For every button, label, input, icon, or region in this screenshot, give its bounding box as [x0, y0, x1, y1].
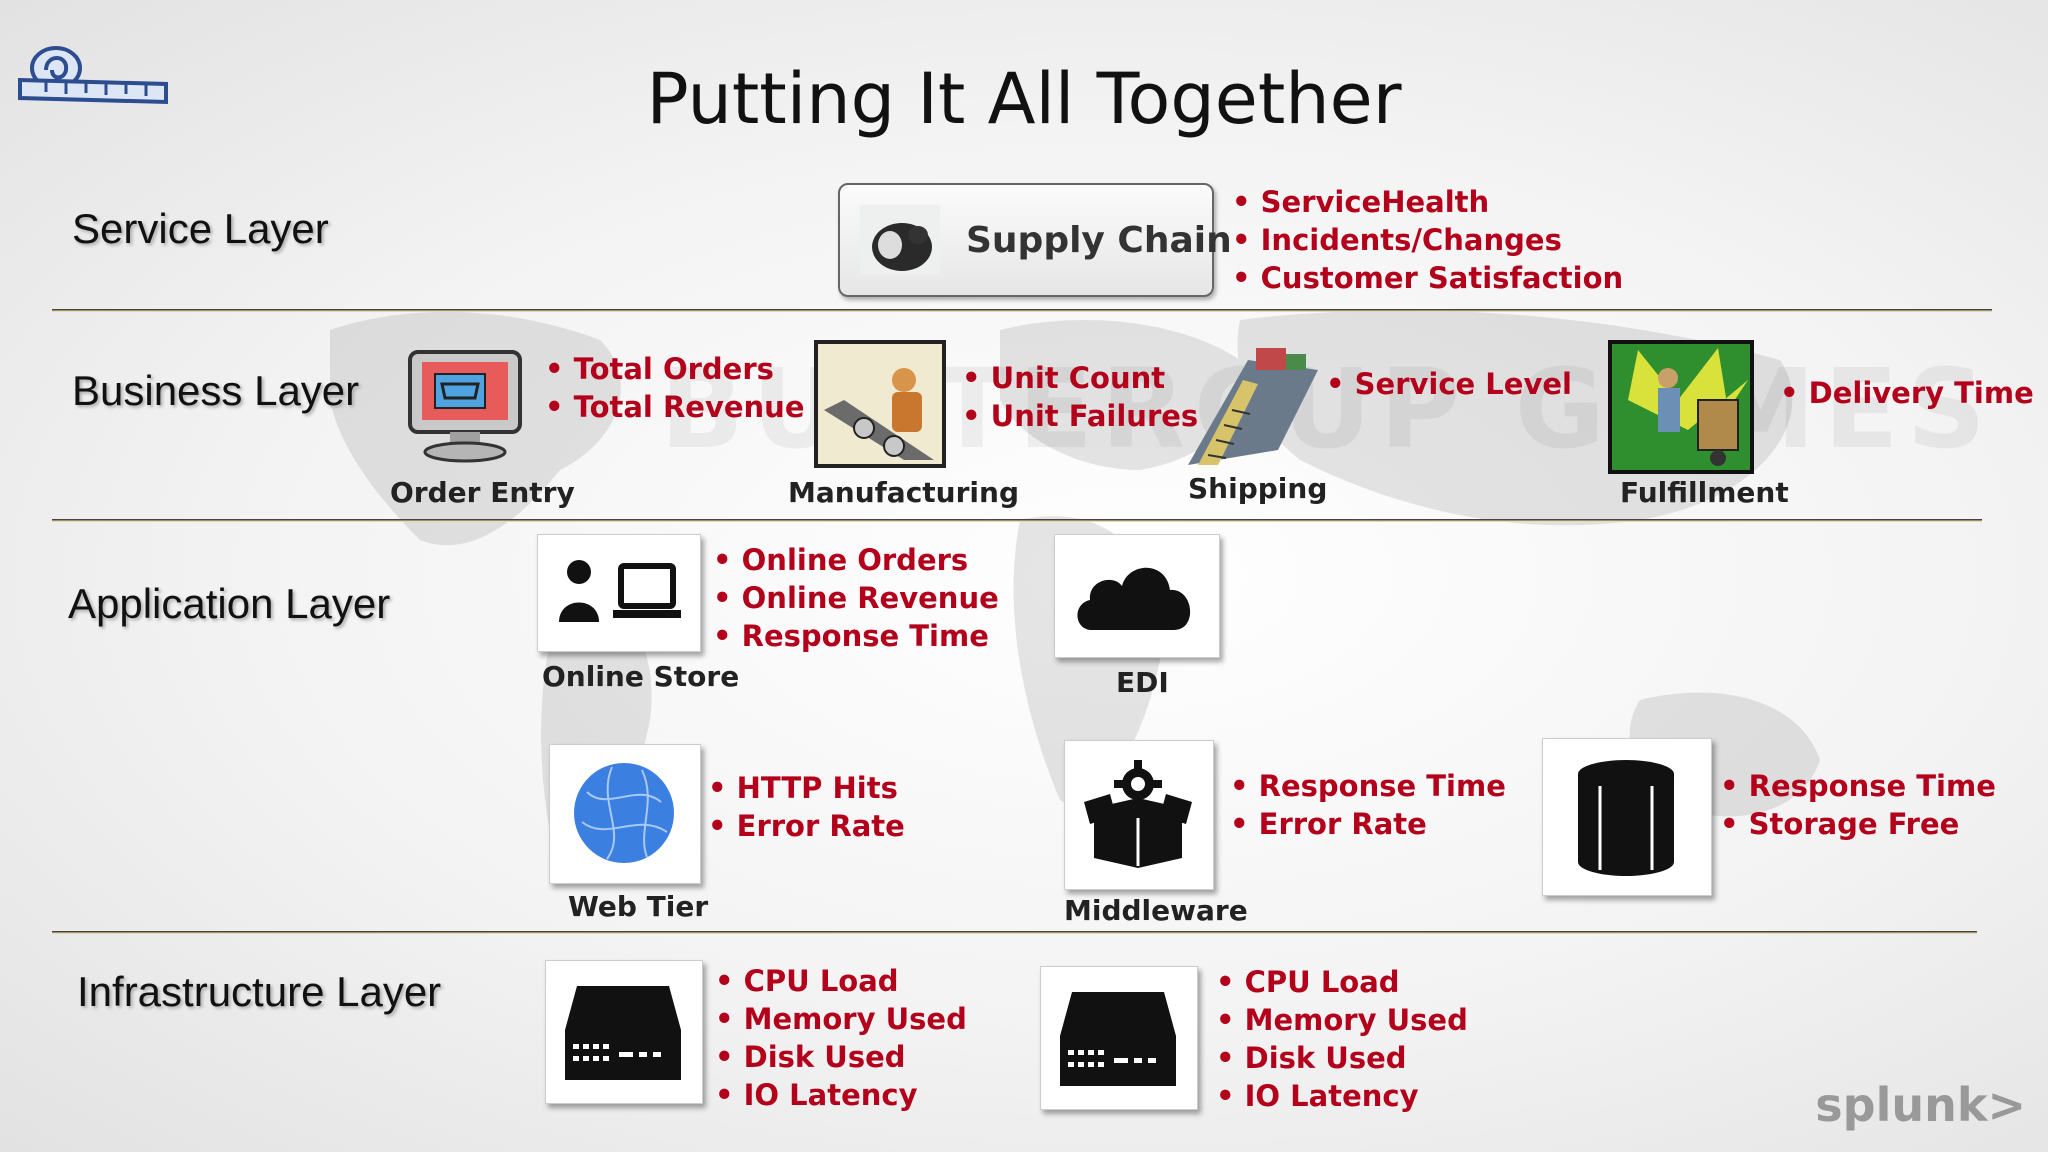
shipping-ship-icon	[1188, 348, 1318, 465]
metric-item: CPU Load	[715, 962, 967, 1000]
server-2-metrics-list: CPU Load Memory Used Disk Used IO Latenc…	[1216, 963, 1468, 1115]
metric-item: Response Time	[1720, 767, 1996, 805]
online-store-caption: Online Store	[542, 660, 740, 693]
online-store-metrics-list: Online Orders Online Revenue Response Ti…	[713, 541, 999, 655]
divider-business-application	[52, 519, 1982, 522]
manufacturing-worker-icon	[814, 340, 946, 468]
server-1-icon	[565, 986, 681, 1080]
metric-item: Unit Failures	[962, 397, 1199, 435]
manufacturing-metrics-list: Unit Count Unit Failures	[962, 359, 1199, 435]
metric-item: Customer Satisfaction	[1232, 259, 1624, 297]
user-laptop-icon	[559, 560, 681, 622]
cow-image-icon	[860, 205, 940, 275]
middleware-metrics-list: Response Time Error Rate	[1230, 767, 1506, 843]
metric-item: IO Latency	[1216, 1077, 1468, 1115]
order-entry-metrics-list: Total Orders Total Revenue	[545, 350, 805, 426]
supply-chain-label: Supply Chain	[966, 220, 1232, 261]
service-metrics-list: ServiceHealth Incidents/Changes Customer…	[1232, 183, 1624, 297]
manufacturing-caption: Manufacturing	[788, 476, 1019, 509]
globe-icon	[574, 763, 674, 863]
metric-item: Disk Used	[715, 1038, 967, 1076]
web-tier-caption: Web Tier	[568, 890, 709, 923]
divider-service-business	[52, 309, 1992, 312]
middleware-box-gear-icon	[1084, 760, 1192, 868]
metric-item: Storage Free	[1720, 805, 1996, 843]
edi-caption: EDI	[1116, 666, 1169, 699]
metric-item: Online Revenue	[713, 579, 999, 617]
infrastructure-layer-label: Infrastructure Layer	[77, 968, 442, 1015]
metric-item: Delivery Time	[1780, 374, 2034, 412]
metric-item: Incidents/Changes	[1232, 221, 1623, 259]
order-entry-computer-icon	[408, 350, 522, 463]
metric-item: Total Orders	[545, 350, 805, 388]
metric-item: HTTP Hits	[708, 769, 905, 807]
metric-item: Memory Used	[715, 1000, 967, 1038]
shipping-caption: Shipping	[1188, 472, 1328, 505]
fulfillment-worker-icon	[1608, 340, 1754, 474]
web-tier-metrics-list: HTTP Hits Error Rate	[708, 769, 905, 845]
metric-item: CPU Load	[1216, 963, 1468, 1001]
divider-application-infrastructure	[52, 931, 1977, 934]
database-cylinder-icon	[1578, 760, 1674, 876]
middleware-caption: Middleware	[1064, 894, 1248, 927]
fulfillment-caption: Fulfillment	[1620, 476, 1789, 509]
fulfillment-metrics-list: Delivery Time	[1780, 374, 2034, 412]
shipping-metrics-list: Service Level	[1326, 365, 1572, 403]
order-entry-caption: Order Entry	[390, 476, 575, 509]
metric-item: Total Revenue	[545, 388, 805, 426]
metric-item: Response Time	[1230, 767, 1506, 805]
cloud-icon	[1077, 567, 1191, 630]
metric-item: ServiceHealth	[1232, 183, 1623, 221]
business-layer-label: Business Layer	[72, 367, 360, 414]
server-1-metrics-list: CPU Load Memory Used Disk Used IO Latenc…	[715, 962, 967, 1114]
page-title: Putting It All Together	[646, 58, 1402, 140]
splunk-logo: splunk>	[1815, 1078, 2026, 1132]
metric-item: Online Orders	[713, 541, 999, 579]
database-metrics-list: Response Time Storage Free	[1720, 767, 1996, 843]
metric-item: Error Rate	[1230, 805, 1506, 843]
service-layer-label: Service Layer	[72, 205, 329, 252]
metric-item: Unit Count	[962, 359, 1198, 397]
server-2-icon	[1060, 992, 1176, 1086]
metric-item: IO Latency	[715, 1076, 967, 1114]
metric-item: Response Time	[713, 617, 999, 655]
application-layer-label: Application Layer	[68, 580, 391, 627]
metric-item: Error Rate	[708, 807, 905, 845]
tape-measure-logo-icon	[18, 46, 168, 105]
metric-item: Service Level	[1326, 365, 1572, 403]
metric-item: Disk Used	[1216, 1039, 1468, 1077]
metric-item: Memory Used	[1216, 1001, 1468, 1039]
